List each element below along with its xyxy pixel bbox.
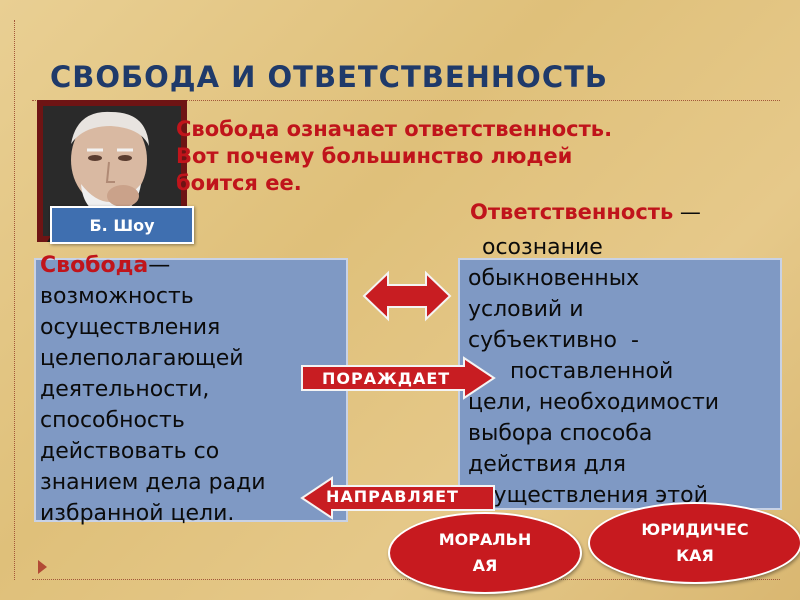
quote-line: Свобода означает ответственность. <box>176 117 613 141</box>
freedom-dash: — <box>148 253 171 278</box>
responsibility-line: условий и <box>468 297 584 322</box>
moral-responsibility-oval: МОРАЛЬН АЯ <box>388 512 582 594</box>
slide-title: СВОБОДА И ОТВЕТСТВЕННОСТЬ <box>50 60 609 94</box>
moral-line: МОРАЛЬН <box>438 530 532 549</box>
responsibility-box <box>458 258 782 510</box>
freedom-line: избранной цели. <box>40 501 235 526</box>
quote-line: Вот почему большинство людей <box>176 144 573 168</box>
responsibility-line: цели, необходимости <box>468 390 720 415</box>
legal-line: ЮРИДИЧЕС <box>641 520 749 539</box>
frame-bottom-line <box>32 579 780 580</box>
frame-left-line <box>14 20 15 580</box>
freedom-definition: Свобода— возможность осуществления целеп… <box>40 250 340 529</box>
responsibility-definition: осознание обыкновенных условий и субъект… <box>468 232 786 510</box>
freedom-line: деятельности, <box>40 377 210 402</box>
responsibility-line: субъективно - <box>468 328 639 353</box>
quote-line: боится ее. <box>176 171 302 195</box>
legal-responsibility-oval: ЮРИДИЧЕС КАЯ <box>588 502 800 584</box>
legal-line: КАЯ <box>676 546 714 565</box>
freedom-line: осуществления <box>40 315 221 340</box>
title-divider <box>32 100 780 101</box>
responsibility-line: действия для <box>468 452 626 477</box>
freedom-box <box>34 258 348 522</box>
double-arrow-icon <box>362 270 452 322</box>
directs-label: НАПРАВЛЯЕТ <box>326 487 459 506</box>
freedom-line: знанием дела ради <box>40 470 266 495</box>
responsibility-heading: Ответственность — <box>470 200 701 224</box>
responsibility-line: выбора способа <box>468 421 653 446</box>
freedom-line: действовать со <box>40 439 220 464</box>
freedom-term: Свобода <box>40 253 149 278</box>
generates-label: ПОРАЖДАЕТ <box>322 369 451 388</box>
corner-triangle-icon <box>38 560 47 574</box>
responsibility-line: обыкновенных <box>468 266 640 291</box>
responsibility-term: Ответственность <box>470 200 674 224</box>
responsibility-dash: — <box>673 200 701 224</box>
directs-arrow-icon <box>300 476 495 520</box>
author-label: Б. Шоу <box>50 206 194 244</box>
responsibility-line: осознание <box>468 235 603 260</box>
freedom-line: способность <box>40 408 185 433</box>
responsibility-line: поставленной <box>468 359 674 384</box>
quote-text: Свобода означает ответственность. Вот по… <box>176 116 756 197</box>
generates-arrow-icon <box>301 356 496 400</box>
freedom-line: целеполагающей <box>40 346 244 371</box>
freedom-line: возможность <box>40 284 194 309</box>
moral-line: АЯ <box>472 556 498 575</box>
